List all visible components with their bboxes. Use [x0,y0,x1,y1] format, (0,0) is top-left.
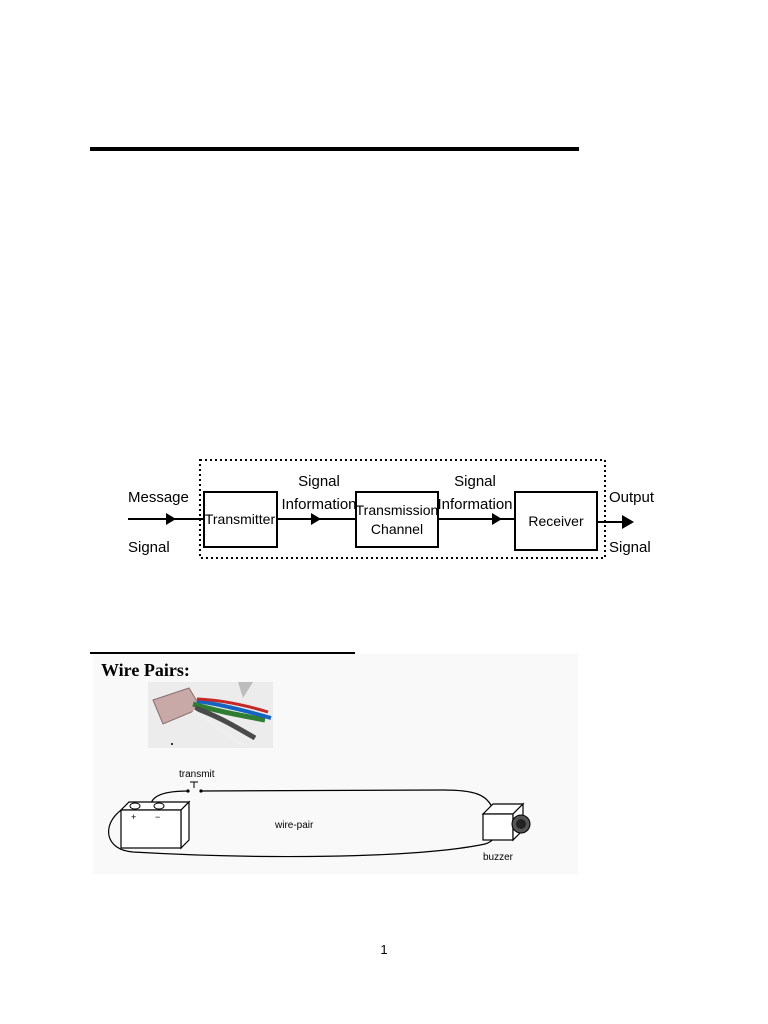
buzzer-label: buzzer [483,852,514,863]
channel-label-line2: Channel [371,521,423,537]
communication-block-diagram: Message Signal Transmitter Signal Inform… [128,459,655,559]
input-arrow [166,513,176,525]
receiver-label: Receiver [528,513,584,529]
system-boundary [199,459,606,559]
receiver-box [514,491,598,551]
transmitter-label: Transmitter [205,511,276,527]
output-arrow [622,515,634,529]
link-arrow-2 [492,513,502,525]
battery-plus-label: + [131,812,136,822]
channel-label-line1: Transmission [356,502,439,518]
link1-label-top: Signal [298,473,340,490]
channel-box [355,491,439,548]
page-number: 1 [380,942,388,957]
wire-pairs-heading: Wire Pairs: [101,660,190,680]
top-horizontal-rule [90,147,579,151]
link2-label-bottom: Information [437,496,512,513]
bottom-wire [108,803,496,858]
battery: + − [119,800,191,850]
twisted-pair-cable-image [148,682,273,748]
output-label-top: Output [609,489,655,506]
wire-pairs-figure: Wire Pairs: transmit wire-pair + − [93,654,578,874]
output-label-bottom: Signal [609,539,651,556]
section-rule [90,652,355,654]
link2-label-top: Signal [454,473,496,490]
input-label-bottom: Signal [128,539,170,556]
link-arrow-1 [311,513,321,525]
link1-label-bottom: Information [281,496,356,513]
input-label-top: Message [128,489,189,506]
battery-minus-label: − [155,812,160,822]
transmit-label: transmit [179,769,215,780]
wire-pair-label: wire-pair [274,820,314,831]
buzzer [481,802,531,842]
